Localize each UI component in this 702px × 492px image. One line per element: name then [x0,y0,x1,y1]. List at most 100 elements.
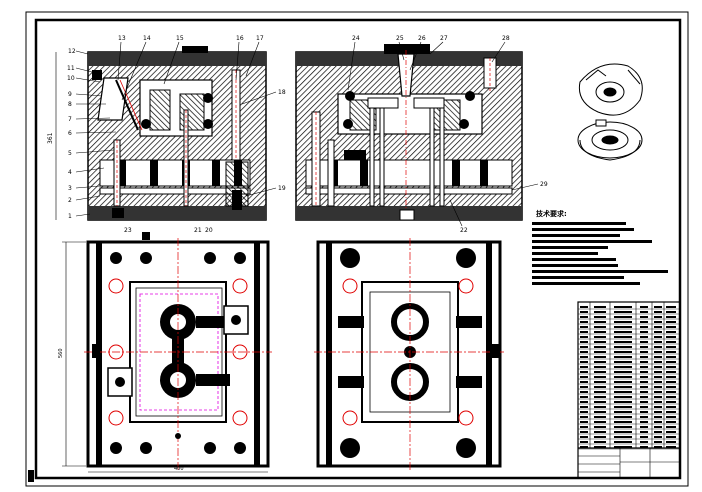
parts-cell-text [666,386,676,388]
parts-cell-text [666,321,676,323]
parts-cell-text [594,446,606,448]
parts-cell-text [654,391,662,393]
parts-cell-text [654,446,662,448]
callout-20: 20 [205,227,213,234]
parts-cell-text [640,381,648,383]
parts-cell-text [640,406,648,408]
parts-cell-text [594,436,606,438]
parts-cell-text [654,431,662,433]
callout-11: 11 [67,65,75,72]
parts-cell-text [666,351,676,353]
dim-plan-width: 400 [174,466,184,472]
parts-cell-text [640,366,648,368]
parts-cell-text [640,421,648,423]
outer-border [25,11,689,487]
parts-cell-text [594,371,606,373]
front-callouts: 13 14 15 16 17 12 11 10 9 8 7 6 5 4 3 2 … [47,35,286,234]
parts-cell-text [640,346,648,348]
parts-cell-text [594,416,606,418]
front-leader-lines [55,41,277,220]
callout-15: 15 [176,35,184,42]
parts-cell-text [654,306,662,308]
parts-cell-text [640,401,648,403]
parts-cell-text [580,401,588,403]
parts-cell-text [654,356,662,358]
callout-6: 6 [68,130,72,137]
parts-cell-text [594,361,606,363]
parts-cell-text [614,391,632,393]
parts-cell-text [614,436,632,438]
parts-cell-text [614,431,632,433]
parts-cell-text [666,311,676,313]
parts-cell-text [640,316,648,318]
plan-view-right [314,238,504,470]
parts-cell-text [580,426,588,428]
parts-cell-text [666,431,676,433]
parts-cell-text [614,321,632,323]
parts-cell-text [580,356,588,358]
parts-cell-text [594,311,606,313]
parts-cell-text [614,421,632,423]
parts-cell-text [594,346,606,348]
parts-cell-text [654,436,662,438]
parts-cell-text [614,446,632,448]
parts-cell-text [640,356,648,358]
parts-cell-text [614,311,632,313]
parts-cell-text [594,321,606,323]
dim-plan-height: 560 [58,348,64,358]
parts-cell-text [594,396,606,398]
parts-cell-text [594,306,606,308]
callout-5: 5 [68,150,72,157]
parts-cell-text [594,356,606,358]
side-section-view [295,44,523,221]
parts-cell-text [614,406,632,408]
parts-cell-text [640,396,648,398]
parts-cell-text [654,381,662,383]
parts-cell-text [594,426,606,428]
callout-28: 28 [502,35,510,42]
callout-21: 21 [194,227,202,234]
parts-cell-text [654,361,662,363]
parts-cell-text [614,336,632,338]
parts-cell-text [594,331,606,333]
parts-cell-text [614,326,632,328]
parts-cell-text [614,306,632,308]
parts-cell-text [666,401,676,403]
parts-cell-text [640,441,648,443]
parts-cell-text [580,446,588,448]
parts-cell-text [640,376,648,378]
parts-cell-text [666,376,676,378]
parts-cell-text [580,326,588,328]
parts-cell-text [614,351,632,353]
parts-cell-text [614,376,632,378]
parts-cell-text [654,341,662,343]
parts-cell-text [640,321,648,323]
parts-cell-text [580,361,588,363]
parts-cell-text [666,396,676,398]
parts-cell-text [640,431,648,433]
callout-23: 23 [124,227,132,234]
parts-cell-text [666,341,676,343]
parts-cell-text [640,371,648,373]
parts-cell-text [594,386,606,388]
parts-cell-text [640,426,648,428]
parts-cell-text [666,316,676,318]
parts-cell-text [614,366,632,368]
parts-cell-text [580,376,588,378]
parts-cell-text [580,421,588,423]
parts-cell-text [640,306,648,308]
part-isometric-bottom [577,119,643,161]
parts-cell-text [640,326,648,328]
parts-cell-text [594,401,606,403]
parts-cell-text [666,436,676,438]
callout-17: 17 [256,35,264,42]
parts-cell-text [666,406,676,408]
parts-cell-text [614,361,632,363]
parts-cell-text [594,411,606,413]
parts-cell-text [594,351,606,353]
callout-1: 1 [68,213,72,220]
side-callouts: 24 25 26 27 28 29 22 [352,35,548,234]
parts-cell-text [614,371,632,373]
parts-cell-text [640,386,648,388]
callout-24: 24 [352,35,360,42]
